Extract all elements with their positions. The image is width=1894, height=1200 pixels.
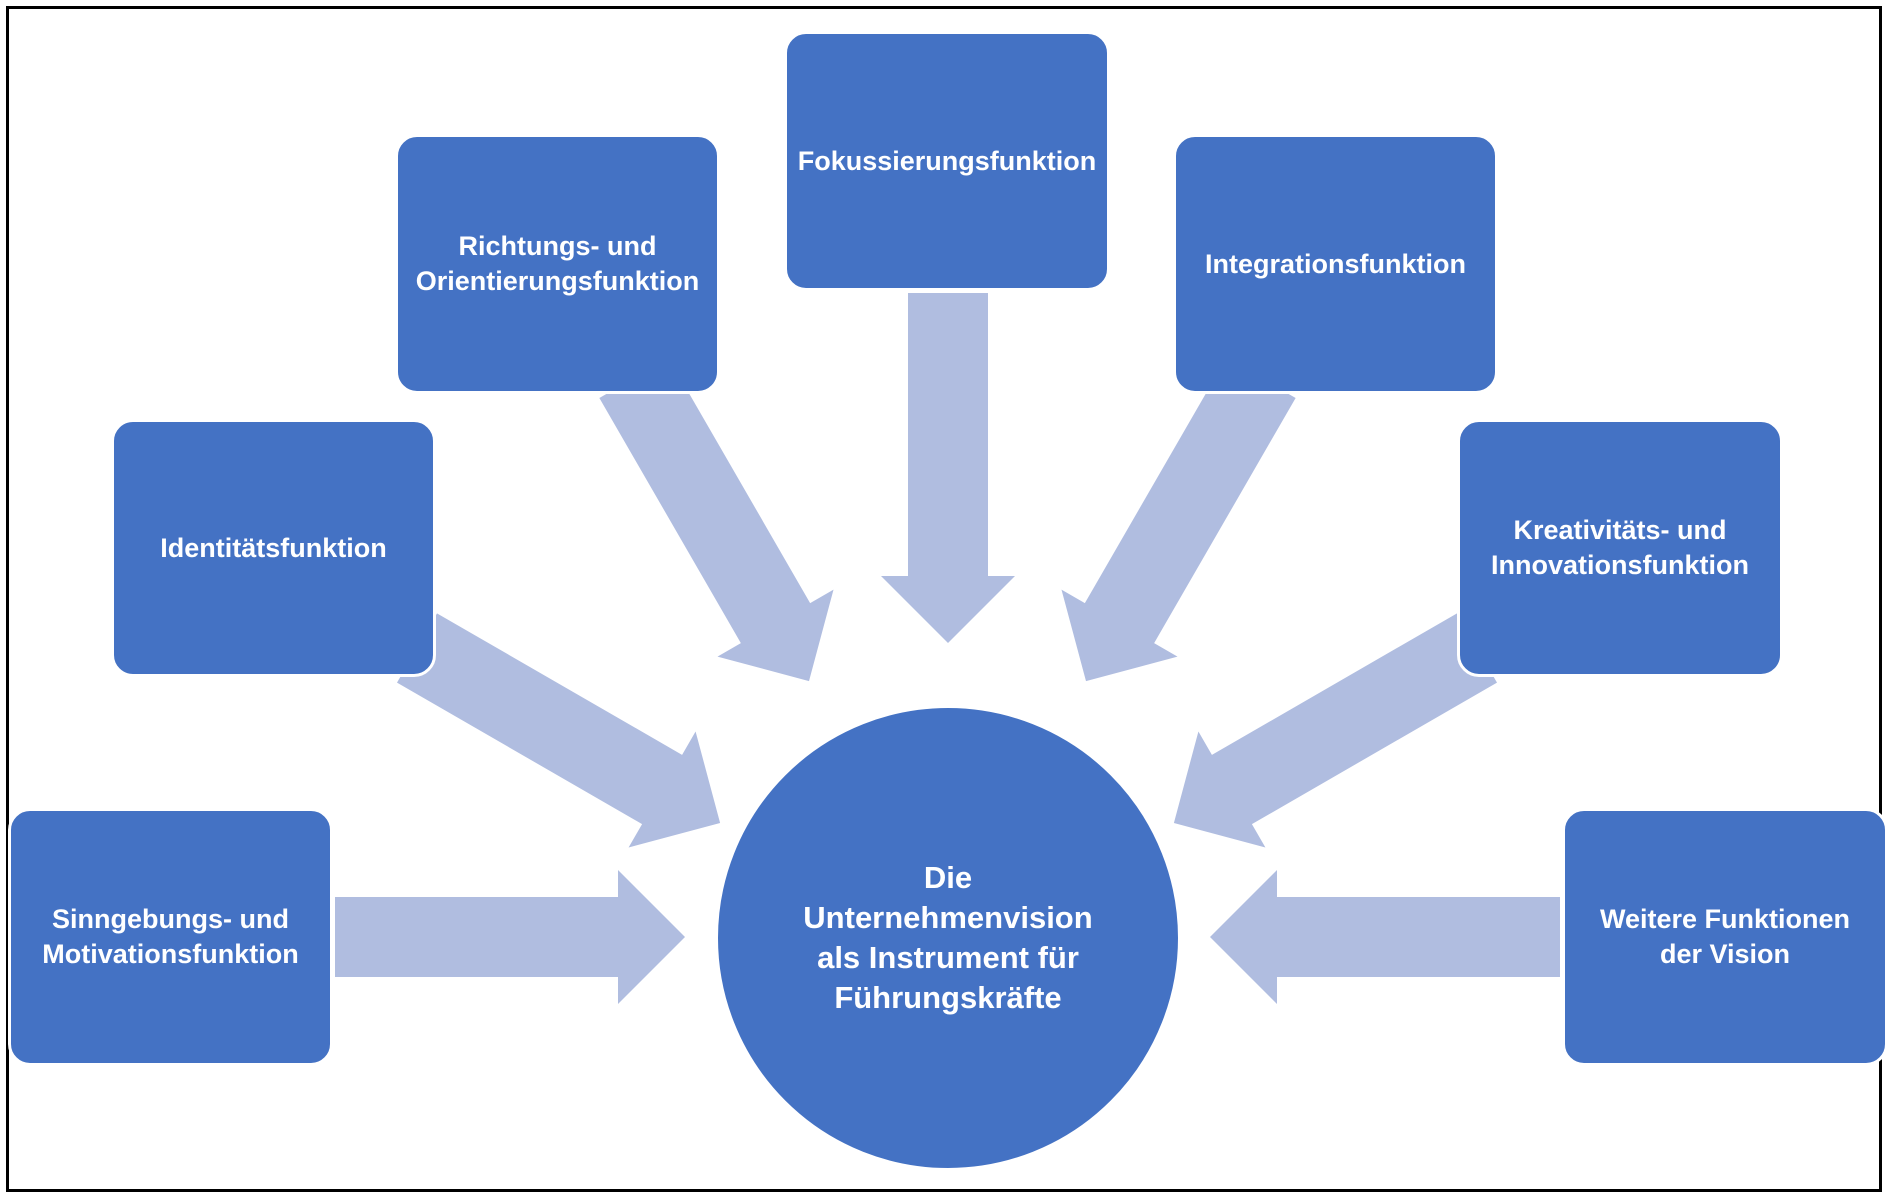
box-sinngebung: Sinngebungs- und Motivationsfunktion [8, 808, 333, 1066]
box-richtung-label: Richtungs- und Orientierungsfunktion [415, 231, 700, 296]
box-weitere: Weitere Funktionen der Vision [1562, 808, 1888, 1066]
arrow-identitaet [397, 613, 721, 848]
box-kreativitaet: Kreativitäts- und Innovationsfunktion [1457, 419, 1783, 677]
arrow-weitere [1210, 870, 1560, 1004]
arrow-sinngebung [335, 870, 685, 1004]
box-integration: Integrationsfunktion [1173, 134, 1498, 394]
box-identitaet-label: Identitätsfunktion [160, 532, 387, 563]
box-integration-label: Integrationsfunktion [1205, 248, 1466, 279]
box-weitere-label: Weitere Funktionen der Vision [1599, 904, 1851, 969]
box-fokussierung: Fokussierungsfunktion [784, 31, 1110, 291]
arrow-kreativitaet [1173, 613, 1497, 848]
center-label: Die Unternehmenvision als Instrument für… [803, 860, 1093, 1015]
box-kreativitaet-label: Kreativitäts- und Innovationsfunktion [1491, 515, 1749, 580]
box-identitaet: Identitätsfunktion [111, 419, 436, 677]
center-circle: Die Unternehmenvision als Instrument für… [715, 705, 1181, 1171]
arrow-integration [1061, 358, 1296, 682]
box-sinngebung-label: Sinngebungs- und Motivationsfunktion [42, 904, 299, 969]
box-richtung: Richtungs- und Orientierungsfunktion [395, 134, 720, 394]
box-fokussierung-label: Fokussierungsfunktion [797, 145, 1097, 176]
arrow-richtung [599, 358, 834, 682]
arrow-fokussierung [881, 293, 1015, 643]
